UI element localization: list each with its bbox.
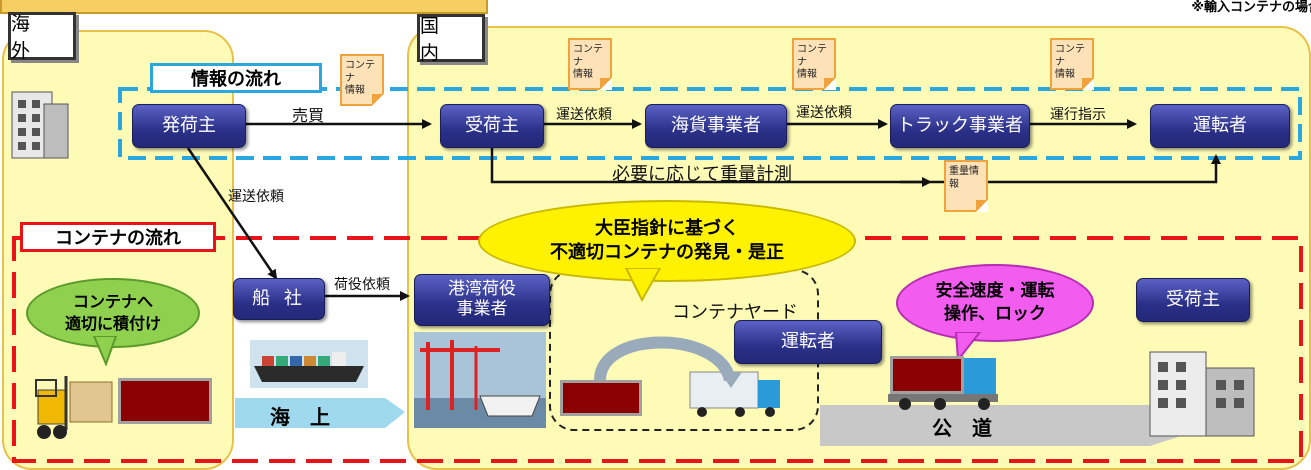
node-consignee-bottom[interactable]: 受荷主 [1136, 278, 1250, 322]
node-driver-yard[interactable]: 運転者 [734, 320, 882, 364]
edge-label-weighing: 必要に応じて重量計測 [612, 164, 792, 185]
loading-bubble-tail [92, 336, 118, 366]
node-consignee[interactable]: 受荷主 [440, 104, 544, 148]
warehouse-icon [1149, 351, 1255, 437]
road-label: 公 道 [932, 416, 992, 440]
container-info-doc: コンテナ 情報 [340, 54, 384, 106]
header-tab [0, 0, 488, 14]
edge-label-instruction: 運行指示 [1050, 107, 1106, 123]
weight-info-doc: 重量情 報 [944, 160, 988, 212]
node-marine-cargo[interactable]: 海貨事業者 [645, 104, 787, 148]
domestic-label: 国 内 [417, 14, 485, 64]
sea-label: 海 上 [270, 405, 330, 429]
node-driver-top[interactable]: 運転者 [1150, 104, 1290, 148]
edge-label-request-2: 運送依頼 [796, 105, 852, 121]
safety-bubble-tail [954, 332, 982, 362]
container-yard-label: コンテナヤード [672, 302, 798, 323]
node-truck-operator[interactable]: トラック事業者 [890, 104, 1030, 148]
overseas-label: 海 外 [8, 12, 76, 62]
node-shipping-company[interactable]: 船 社 [233, 278, 325, 320]
header-note: ※輸入コンテナの場合 [1191, 0, 1311, 15]
forklift-icon [35, 376, 113, 439]
container-info-doc: コンテナ 情報 [568, 38, 612, 90]
guideline-bubble: 大臣指針に基づく 不適切コンテナの発見・是正 [478, 200, 856, 282]
node-port-cargo[interactable]: 港湾荷役 事業者 [414, 274, 550, 326]
safety-bubble: 安全速度・運転 操作、ロック [896, 264, 1094, 342]
container-box [118, 378, 212, 424]
road-truck-icon [888, 358, 998, 410]
building-icon [11, 91, 69, 159]
edge-label-cargo-request: 荷役依頼 [334, 277, 390, 293]
container-info-doc: コンテナ 情報 [1050, 38, 1094, 90]
information-flow-frame [118, 87, 1302, 160]
container-box [560, 380, 642, 416]
arrow-weighing [490, 148, 1221, 184]
edge-label-ship-request: 運送依頼 [228, 189, 284, 205]
guideline-bubble-tail [624, 268, 662, 302]
container-flow-title: コンテナの流れ [20, 222, 216, 252]
sea-arrow [235, 398, 405, 428]
port-crane-icon [414, 332, 546, 428]
cargo-ship-icon [250, 340, 368, 388]
edge-label-request-1: 運送依頼 [556, 107, 612, 123]
edge-label-trade: 売買 [292, 106, 325, 125]
container-info-doc: コンテナ 情報 [792, 38, 836, 90]
truck-icon [594, 336, 780, 417]
node-shipper[interactable]: 発荷主 [132, 104, 246, 148]
arrow-to-shipping [186, 147, 278, 280]
road-arrow [820, 405, 1215, 446]
container-box [890, 356, 964, 394]
information-flow-title: 情報の流れ [150, 63, 322, 93]
